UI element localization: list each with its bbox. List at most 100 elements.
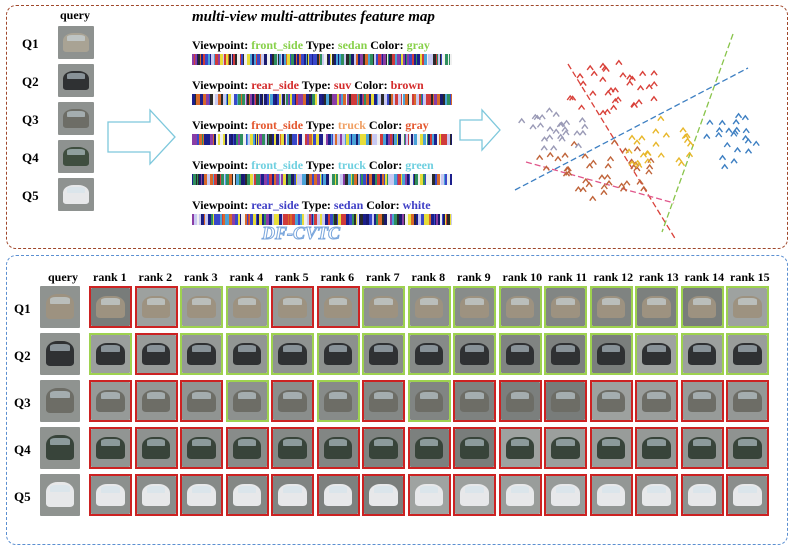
color-key: Color: xyxy=(368,158,403,172)
embedding-point xyxy=(619,186,628,192)
retrieved-vehicle-image xyxy=(182,429,221,467)
rank-header: rank 11 xyxy=(548,270,588,284)
retrieved-image-incorrect xyxy=(635,474,678,516)
embedding-point xyxy=(687,141,695,147)
embedding-point xyxy=(744,148,753,154)
embedding-point xyxy=(589,90,597,96)
retrieved-image-incorrect xyxy=(134,427,178,469)
retrieved-vehicle-image xyxy=(637,288,676,326)
retrieved-image-correct xyxy=(316,333,360,375)
retrieved-vehicle-image xyxy=(273,335,312,373)
embedding-point xyxy=(581,153,589,159)
retrieved-image-incorrect xyxy=(271,286,314,328)
retrieved-vehicle-image xyxy=(136,429,176,467)
embedding-point xyxy=(550,145,558,151)
embedding-point xyxy=(557,133,565,140)
embedding-point xyxy=(607,87,615,93)
retrieved-image-incorrect xyxy=(271,474,314,516)
embedding-point xyxy=(565,170,573,176)
embedding-point xyxy=(677,160,686,167)
retrieved-image-correct xyxy=(544,333,587,375)
top-query-row-label: Q2 xyxy=(22,74,39,89)
embedding-point xyxy=(646,163,654,170)
embedding-point xyxy=(650,80,658,87)
retrieved-vehicle-image xyxy=(364,429,403,467)
viewpoint-key: Viewpoint: xyxy=(192,198,249,212)
retrieved-image-correct xyxy=(225,380,269,422)
type-key: Type: xyxy=(305,38,335,52)
viewpoint-value: rear_side xyxy=(251,198,299,212)
retrieved-image-correct xyxy=(225,286,269,328)
embedding-point xyxy=(600,183,608,190)
retrieved-vehicle-image xyxy=(318,476,358,514)
retrieved-image-incorrect xyxy=(453,474,496,516)
retrieved-image-correct xyxy=(225,333,269,375)
embedding-point xyxy=(721,163,729,170)
bottom-query-row-label: Q3 xyxy=(14,395,31,410)
retrieved-image-incorrect xyxy=(726,380,769,422)
retrieved-vehicle-image xyxy=(182,382,221,420)
retrieved-vehicle-image xyxy=(227,288,267,326)
viewpoint-value: front_side xyxy=(251,38,304,52)
retrieved-vehicle-image xyxy=(455,382,494,420)
type-key: Type: xyxy=(301,198,331,212)
retrieved-image-correct xyxy=(316,380,360,422)
retrieved-vehicle-image xyxy=(227,476,267,514)
retrieved-vehicle-image xyxy=(182,335,221,373)
query-vehicle-image xyxy=(58,178,94,211)
embedding-point xyxy=(675,156,683,163)
embedding-point xyxy=(518,117,526,124)
embedding-point xyxy=(730,158,738,164)
retrieved-vehicle-image xyxy=(273,429,312,467)
embedding-point xyxy=(579,129,587,136)
attribute-row: Viewpoint: front_side Type: truck Color:… xyxy=(192,118,429,133)
retrieved-image-correct xyxy=(680,286,724,328)
attribute-row: Viewpoint: rear_side Type: suv Color: br… xyxy=(192,78,424,93)
attribute-row: Viewpoint: front_side Type: truck Color:… xyxy=(192,158,434,173)
retrieved-vehicle-image xyxy=(364,335,403,373)
retrieved-vehicle-image xyxy=(409,288,449,326)
color-value: brown xyxy=(390,78,424,92)
embedding-point xyxy=(602,66,610,73)
embedding-point xyxy=(650,70,658,76)
retrieved-image-incorrect xyxy=(316,474,360,516)
ranking-results-panel xyxy=(6,255,788,545)
embedding-point xyxy=(715,126,724,133)
embedding-point xyxy=(733,146,742,153)
embedding-point xyxy=(742,127,750,134)
embedding-point xyxy=(574,142,582,149)
retrieved-vehicle-image xyxy=(136,382,176,420)
retrieved-vehicle-image xyxy=(728,476,767,514)
retrieved-image-incorrect xyxy=(134,380,178,422)
viewpoint-key: Viewpoint: xyxy=(192,38,249,52)
embedding-point xyxy=(652,141,660,147)
feature-barcode xyxy=(192,54,452,65)
color-key: Color: xyxy=(366,198,400,212)
left-arrow-icon xyxy=(107,108,176,166)
viewpoint-key: Viewpoint: xyxy=(192,158,249,172)
embedding-point xyxy=(545,107,553,113)
retrieved-vehicle-image xyxy=(591,382,631,420)
retrieved-image-incorrect xyxy=(544,474,587,516)
embedding-point xyxy=(725,127,733,133)
retrieved-vehicle-image xyxy=(409,429,449,467)
embedding-point xyxy=(579,186,587,193)
viewpoint-key: Viewpoint: xyxy=(192,118,249,132)
embedding-point xyxy=(718,154,727,161)
embedding-point xyxy=(589,159,597,166)
embedding-point xyxy=(574,185,582,192)
embedding-point xyxy=(635,162,643,169)
feature-map-heading: multi-view multi-attributes feature map xyxy=(192,9,435,25)
retrieved-image-incorrect xyxy=(680,427,724,469)
retrieved-image-incorrect xyxy=(180,474,223,516)
retrieved-vehicle-image xyxy=(409,382,449,420)
query-vehicle-image xyxy=(40,427,80,469)
retrieved-image-incorrect xyxy=(635,427,678,469)
rank-header: rank 7 xyxy=(366,270,400,284)
retrieved-vehicle-image xyxy=(136,335,176,373)
retrieved-vehicle-image xyxy=(682,476,722,514)
type-value: truck xyxy=(337,118,366,132)
retrieved-image-incorrect xyxy=(589,427,633,469)
embedding-point xyxy=(741,114,749,121)
retrieved-image-incorrect xyxy=(544,427,587,469)
